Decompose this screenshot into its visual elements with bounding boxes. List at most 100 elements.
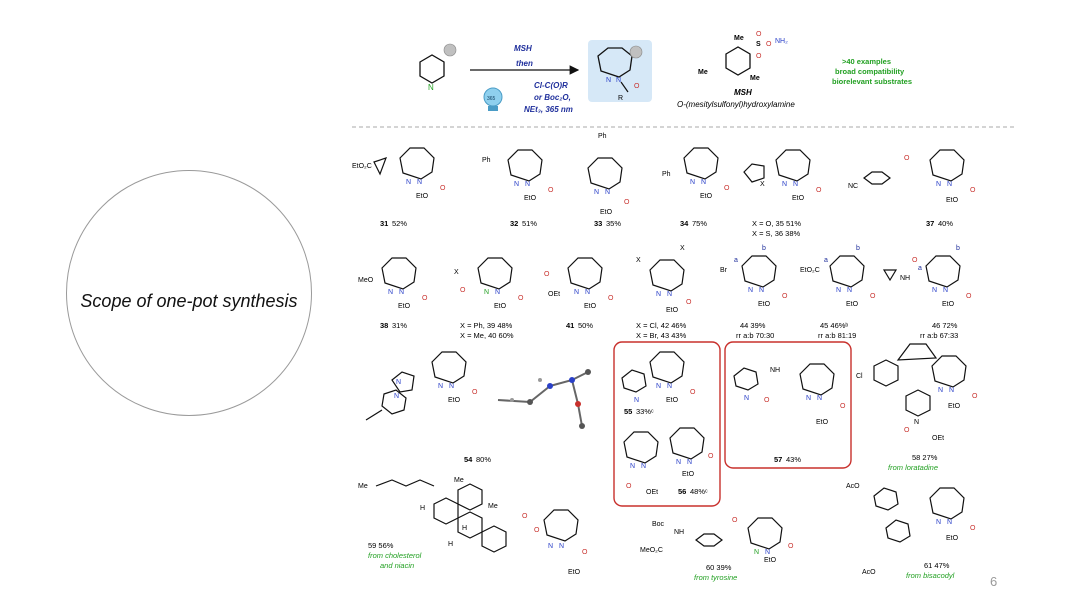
svg-text:OEt: OEt bbox=[548, 291, 560, 298]
svg-text:O: O bbox=[966, 293, 972, 300]
svg-text:34: 34 bbox=[680, 219, 689, 228]
compound-54: N N N N O EtO 54 80% bbox=[365, 351, 491, 464]
svg-text:N: N bbox=[947, 519, 952, 526]
msh-structure: Me Me Me S O O O NH₂ MSH O-(mesitylsulfo… bbox=[677, 31, 795, 109]
svg-text:b: b bbox=[762, 245, 766, 252]
svg-text:N: N bbox=[399, 289, 404, 296]
svg-text:N: N bbox=[667, 383, 672, 390]
svg-text:O: O bbox=[690, 389, 696, 396]
svg-text:O: O bbox=[608, 295, 614, 302]
svg-text:EtO: EtO bbox=[416, 193, 429, 200]
highlight-1: >40 examples bbox=[842, 57, 891, 66]
svg-text:OEt: OEt bbox=[646, 489, 658, 496]
svg-text:AcO: AcO bbox=[846, 483, 860, 490]
svg-text:N: N bbox=[606, 77, 611, 84]
svg-text:from tyrosine: from tyrosine bbox=[694, 573, 737, 582]
svg-text:R: R bbox=[618, 95, 623, 102]
svg-text:O: O bbox=[970, 187, 976, 194]
svg-text:EtO: EtO bbox=[398, 303, 411, 310]
svg-text:O: O bbox=[518, 295, 524, 302]
svg-text:NH: NH bbox=[770, 367, 780, 374]
product-diazepine-highlight: N N O R bbox=[588, 40, 652, 102]
svg-text:X: X bbox=[760, 181, 765, 188]
svg-text:X = Cl, 42 46%: X = Cl, 42 46% bbox=[636, 321, 687, 330]
svg-text:Br: Br bbox=[720, 267, 728, 274]
svg-text:33: 33 bbox=[594, 219, 602, 228]
svg-text:Ph: Ph bbox=[662, 171, 671, 178]
lamp-icon: 365 bbox=[483, 87, 503, 111]
svg-text:N: N bbox=[630, 463, 635, 470]
svg-text:54: 54 bbox=[464, 455, 473, 464]
svg-text:N: N bbox=[938, 387, 943, 394]
svg-text:N: N bbox=[817, 395, 822, 402]
svg-text:N: N bbox=[594, 189, 599, 196]
svg-text:58 27%: 58 27% bbox=[912, 453, 938, 462]
compound-46: NH O a b N N O EtO 46 72% rr a:b 67:33 bbox=[882, 245, 972, 340]
svg-text:MeO: MeO bbox=[358, 277, 374, 284]
svg-text:Me: Me bbox=[750, 75, 760, 82]
svg-text:EtO₂C: EtO₂C bbox=[800, 267, 820, 274]
svg-text:Me: Me bbox=[358, 483, 368, 490]
svg-text:N: N bbox=[406, 179, 411, 186]
svg-text:O: O bbox=[904, 427, 910, 434]
svg-text:a: a bbox=[918, 265, 922, 272]
svg-text:N: N bbox=[932, 287, 937, 294]
svg-text:N: N bbox=[495, 289, 500, 296]
svg-text:N: N bbox=[690, 179, 695, 186]
svg-text:N: N bbox=[559, 543, 564, 550]
svg-text:O: O bbox=[460, 287, 466, 294]
svg-text:EtO: EtO bbox=[946, 197, 959, 204]
svg-text:EtO: EtO bbox=[792, 195, 805, 202]
svg-text:N: N bbox=[676, 459, 681, 466]
svg-text:rr a:b 67:33: rr a:b 67:33 bbox=[920, 331, 958, 340]
compound-39-40: X O N N O EtO X = Ph, 39 48% X = Me, 40 … bbox=[454, 257, 524, 340]
starting-pyridine: N bbox=[419, 43, 457, 92]
svg-text:N: N bbox=[484, 289, 489, 296]
svg-text:b: b bbox=[856, 245, 860, 252]
highlight-box-55-56 bbox=[613, 341, 721, 507]
compound-45: EtO₂C a b N N O EtO 45 46%ᵇ rr a:b 81:19 bbox=[800, 245, 876, 340]
compound-37: NC O N N O EtO 37 40% bbox=[848, 149, 976, 228]
svg-text:and niacin: and niacin bbox=[380, 561, 414, 570]
svg-text:59 56%: 59 56% bbox=[368, 541, 394, 550]
svg-text:O: O bbox=[912, 257, 918, 264]
svg-text:O: O bbox=[756, 53, 762, 60]
svg-text:EtO: EtO bbox=[846, 301, 859, 308]
svg-text:44 39%: 44 39% bbox=[740, 321, 766, 330]
compound-60: Boc NH MeO₂C O N N O EtO 60 39% from tyr… bbox=[640, 517, 794, 582]
svg-text:Me: Me bbox=[488, 503, 498, 510]
svg-text:NH: NH bbox=[900, 275, 910, 282]
svg-text:56: 56 bbox=[678, 487, 686, 496]
svg-text:N: N bbox=[754, 549, 759, 556]
svg-text:N: N bbox=[744, 395, 749, 402]
svg-text:46 72%: 46 72% bbox=[932, 321, 958, 330]
svg-text:Boc: Boc bbox=[652, 521, 665, 528]
svg-text:O: O bbox=[766, 41, 772, 48]
svg-text:N: N bbox=[782, 181, 787, 188]
svg-text:48%ᶜ: 48%ᶜ bbox=[690, 487, 708, 496]
svg-text:N: N bbox=[641, 463, 646, 470]
svg-text:N: N bbox=[806, 395, 811, 402]
compound-34: Ph N N O EtO 34 75% bbox=[662, 147, 730, 228]
svg-text:N: N bbox=[949, 387, 954, 394]
svg-text:O: O bbox=[634, 83, 640, 90]
svg-text:X: X bbox=[680, 245, 685, 252]
svg-text:N: N bbox=[396, 379, 401, 386]
svg-text:O: O bbox=[756, 31, 762, 38]
svg-text:X = S, 36 38%: X = S, 36 38% bbox=[752, 229, 800, 238]
compound-55: N N N O EtO 55 33%ᶜ bbox=[621, 351, 696, 416]
svg-text:N: N bbox=[701, 179, 706, 186]
svg-text:X = O, 35 51%: X = O, 35 51% bbox=[752, 219, 801, 228]
svg-text:O: O bbox=[764, 397, 770, 404]
condition-3: NEt₃, 365 nm bbox=[524, 105, 573, 114]
svg-text:N: N bbox=[687, 459, 692, 466]
svg-text:EtO: EtO bbox=[666, 397, 679, 404]
compound-58: Cl N N O EtO N O OEt 58 27% from loratad… bbox=[856, 343, 978, 472]
svg-text:O: O bbox=[522, 513, 528, 520]
svg-text:Me: Me bbox=[698, 69, 708, 76]
svg-text:O: O bbox=[582, 549, 588, 556]
highlight-box-57 bbox=[724, 341, 852, 469]
svg-text:NC: NC bbox=[848, 183, 858, 190]
